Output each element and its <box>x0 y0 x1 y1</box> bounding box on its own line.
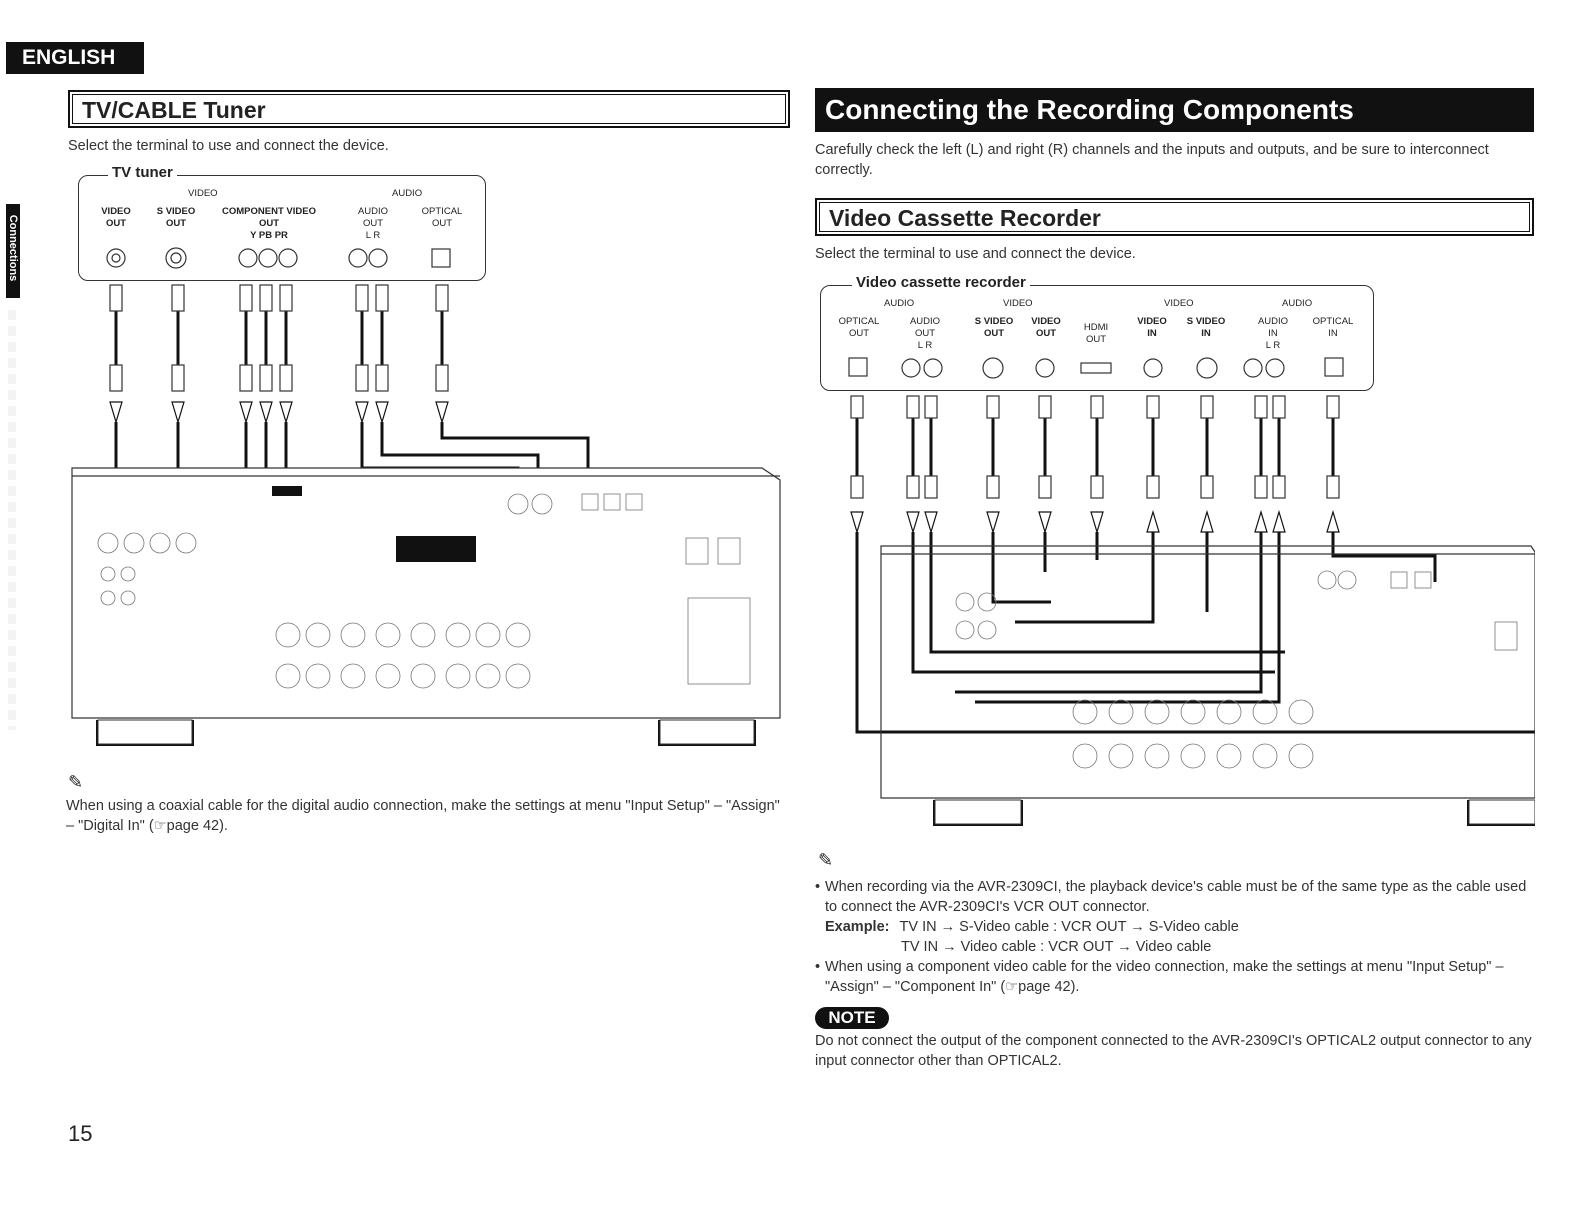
section-title-tv-cable: TV/CABLE Tuner <box>68 90 790 128</box>
tv-tuner-connection-diagram <box>71 247 781 746</box>
tv-tuner-group-audio: AUDIO <box>392 188 423 199</box>
note-item: When using a component video cable for t… <box>815 957 1534 997</box>
example-label: Example: <box>825 919 890 935</box>
tv-tuner-device-panel <box>78 175 486 281</box>
section-subtitle-vcr: Video Cassette Recorder <box>815 198 1534 236</box>
section-side-tab: Connections <box>6 204 20 298</box>
section-title-recording: Connecting the Recording Components <box>815 88 1534 132</box>
vcr-device-name: Video cassette recorder <box>852 274 1030 291</box>
vcr-group-label: AUDIO <box>1282 298 1313 309</box>
vcr-device-panel <box>820 285 1374 391</box>
note-item: When recording via the AVR-2309CI, the p… <box>815 877 1534 917</box>
tv-tuner-device-name: TV tuner <box>108 164 177 181</box>
caution-text: Do not connect the output of the compone… <box>815 1033 1532 1069</box>
example-line: TV IN → S-Video cable : VCR OUT → S-Vide… <box>899 919 1239 935</box>
right-intro: Carefully check the left (L) and right (… <box>815 142 1489 178</box>
right-instruction: Select the terminal to use and connect t… <box>815 246 1136 262</box>
left-note-text: When using a coaxial cable for the digit… <box>66 798 780 834</box>
side-index-faint <box>8 310 16 730</box>
tv-tuner-group-video: VIDEO <box>188 188 218 199</box>
note-pencil-icon: ✎ <box>68 772 84 792</box>
left-instruction: Select the terminal to use and connect t… <box>68 138 389 154</box>
side-tab-label: Connections <box>7 214 19 282</box>
page-number: 15 <box>68 1121 93 1146</box>
vcr-group-label: VIDEO <box>1164 298 1194 309</box>
vcr-group-label: AUDIO <box>884 298 915 309</box>
note-pencil-icon: ✎ <box>818 850 834 870</box>
vcr-connection-diagram <box>848 357 1535 826</box>
note-badge: NOTE <box>815 1007 889 1029</box>
language-badge: ENGLISH <box>6 42 144 74</box>
example-block: Example: TV IN → S-Video cable : VCR OUT… <box>815 917 1534 957</box>
example-line: TV IN → Video cable : VCR OUT → Video ca… <box>901 939 1212 955</box>
vcr-notes: When recording via the AVR-2309CI, the p… <box>815 877 1534 997</box>
vcr-group-label: VIDEO <box>1003 298 1033 309</box>
